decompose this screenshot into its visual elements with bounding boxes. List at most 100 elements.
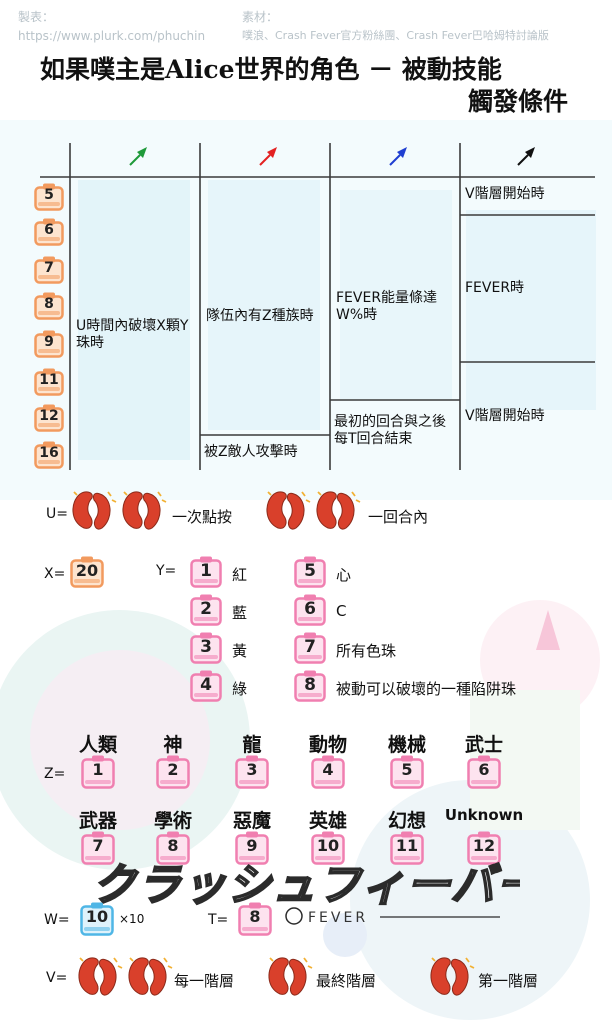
pin-green-icon	[129, 147, 147, 166]
maker-url-link[interactable]: https://www.plurk.com/phuchin	[18, 29, 206, 43]
y-badge-5-number: 5	[304, 561, 316, 581]
x-badge-number: 20	[75, 561, 99, 580]
row-level-badge-6: 6	[34, 218, 64, 246]
row-level-badge-9: 9	[34, 330, 64, 358]
z-race-label-9: 惡魔	[232, 810, 271, 832]
y-badge-3: 3	[190, 632, 222, 664]
y-badge-6: 6	[294, 594, 326, 626]
y-item-label-6: C	[336, 602, 347, 620]
z-race-label-2: 神	[163, 734, 183, 756]
v-bean-icon-2	[268, 954, 318, 1002]
y-badge-4: 4	[190, 670, 222, 702]
pin-red-icon	[259, 147, 277, 166]
y-label: Y=	[156, 563, 177, 579]
y-badge-1-number: 1	[200, 561, 212, 581]
bean-icon	[268, 957, 313, 996]
y-badge-3-number: 3	[200, 637, 212, 657]
col4-bottom-condition: V階層開始時	[465, 408, 545, 424]
z-race-badge-1-number: 1	[92, 760, 104, 779]
row-level-badge-5: 5	[34, 183, 64, 211]
y-item-label-3: 黃	[232, 642, 248, 660]
bean-icon	[430, 957, 475, 996]
col3-condition: FEVER能量條達W%時	[336, 290, 438, 323]
z-race-badge-5: 5	[390, 755, 424, 789]
row-level-badge-7: 7	[34, 256, 64, 284]
z-race-label-10: 英雄	[308, 810, 347, 832]
col3-bottom-condition: 最初的回合與之後每T回合結束	[334, 414, 446, 447]
row-level-badge-5-number: 5	[44, 187, 54, 203]
z-race-badge-9-number: 9	[246, 836, 258, 855]
row-level-badge-9-number: 9	[44, 334, 54, 350]
col1-condition: U時間內破壞X顆Y珠時	[76, 318, 189, 351]
bean-icon	[78, 957, 123, 996]
svg-text:FEVER: FEVER	[308, 910, 368, 926]
u-label: U=	[46, 506, 68, 522]
maker-label: 製表：	[18, 10, 55, 24]
v-option-2: 最終階層	[316, 972, 377, 990]
u-beans-icon-1	[72, 488, 172, 536]
y-badge-8-number: 8	[304, 675, 316, 695]
source-text: 噗浪、Crash Fever官方粉絲團、Crash Fever巴哈姆特討論版	[242, 29, 549, 42]
t-label: T=	[208, 912, 229, 928]
row-level-badge-12-number: 12	[39, 408, 59, 424]
z-race-badge-4-number: 4	[322, 760, 334, 779]
z-race-badge-11-number: 11	[395, 836, 419, 855]
z-race-badge-8-number: 8	[167, 836, 179, 855]
z-race-badge-12: 12	[467, 831, 501, 865]
z-race-badge-5-number: 5	[401, 760, 413, 779]
v-option-1: 每一階層	[174, 972, 235, 990]
bean-icon	[72, 491, 117, 530]
z-race-badge-8: 8	[156, 831, 190, 865]
col4-top-condition: V階層開始時	[465, 186, 545, 202]
y-badge-1: 1	[190, 556, 222, 588]
page-title: 如果噗主是Alice世界的角色 － 被動技能	[40, 55, 502, 84]
z-race-badge-9: 9	[235, 831, 269, 865]
row-level-badge-7-number: 7	[44, 260, 54, 276]
y-badge-8: 8	[294, 670, 326, 702]
skill-table-grid	[40, 143, 595, 470]
col4-mid-condition: FEVER時	[465, 280, 525, 296]
page-subtitle: 觸發條件	[467, 87, 568, 116]
y-badge-7-number: 7	[304, 637, 316, 657]
bean-icon	[122, 491, 167, 530]
svg-text:クラッシュフィーバー: クラッシュフィーバー	[92, 860, 520, 911]
z-race-label-8: 學術	[153, 810, 192, 832]
w-multiplier: ×10	[119, 912, 145, 926]
y-item-label-7: 所有色珠	[336, 642, 397, 660]
y-item-label-5: 心	[336, 566, 352, 584]
y-item-label-8: 被動可以破壞的一種陷阱珠	[336, 680, 517, 698]
row-level-badge-8-number: 8	[44, 296, 54, 312]
crash-fever-logo: クラッシュフィーバー FEVER	[91, 859, 520, 926]
z-race-label-11: 幻想	[387, 810, 426, 832]
z-race-badge-2-number: 2	[167, 760, 179, 779]
row-level-badge-12: 12	[34, 404, 64, 432]
row-level-badge-11-number: 11	[39, 372, 59, 388]
y-badge-4-number: 4	[200, 675, 212, 695]
y-item-label-1: 紅	[232, 566, 248, 584]
z-race-badge-4: 4	[311, 755, 345, 789]
v-label: V=	[46, 970, 68, 986]
z-label: Z=	[44, 766, 66, 782]
row-level-badge-16-number: 16	[39, 445, 59, 461]
z-race-label-7: 武器	[78, 810, 117, 832]
z-race-label-6: 武士	[464, 734, 503, 756]
bean-icon	[316, 491, 361, 530]
row-level-badge-6-number: 6	[44, 222, 54, 238]
z-race-badge-7-number: 7	[92, 836, 104, 855]
z-race-label-12: Unknown	[444, 806, 524, 824]
col2-bottom-condition: 被Z敵人攻擊時	[204, 444, 298, 460]
u-beans-icon-2	[266, 488, 366, 536]
u-option-1: 一次點按	[172, 508, 233, 526]
u-option-2: 一回合內	[368, 508, 429, 526]
y-badge-2: 2	[190, 594, 222, 626]
y-badge-5: 5	[294, 556, 326, 588]
y-item-label-2: 藍	[232, 604, 248, 622]
z-race-badge-3-number: 3	[246, 760, 258, 779]
source-label: 素材：	[242, 10, 279, 24]
v-option-3: 第一階層	[478, 972, 539, 990]
w-label: W=	[44, 912, 70, 928]
pin-black-icon	[517, 147, 535, 166]
row-level-badge-8: 8	[34, 292, 64, 320]
w-badge-number: 10	[85, 907, 109, 926]
z-race-badge-10-number: 10	[316, 836, 340, 855]
